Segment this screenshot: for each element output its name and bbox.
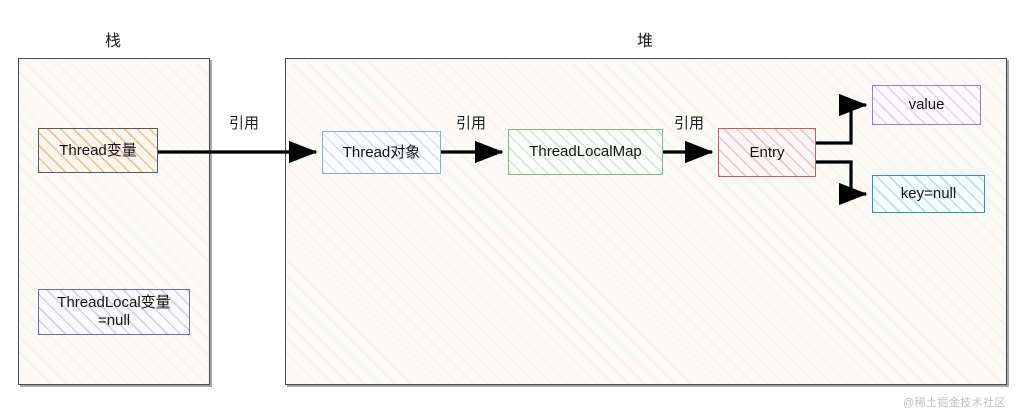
stack-region-title: 栈 <box>104 33 121 50</box>
node-threadlocalmap-label: ThreadLocalMap <box>529 143 642 161</box>
node-threadlocal-var-label-line2: =null <box>97 312 131 329</box>
node-value: value <box>872 85 981 125</box>
node-thread-var: Thread变量 <box>38 128 158 173</box>
edge-label-tlmap-to-entry: 引用 <box>674 115 705 132</box>
node-thread-var-label: Thread变量 <box>59 141 137 159</box>
node-value-label: value <box>908 96 945 114</box>
stack-region <box>18 58 210 385</box>
node-threadlocalmap: ThreadLocalMap <box>508 129 663 175</box>
node-thread-obj-label: Thread对象 <box>342 143 421 161</box>
node-threadlocal-var-label-line1: ThreadLocal变量 <box>57 294 171 312</box>
node-entry-label: Entry <box>749 143 785 161</box>
watermark: @稀土掘金技术社区 <box>903 397 1006 409</box>
heap-region-title: 堆 <box>636 33 653 50</box>
node-entry: Entry <box>718 128 816 177</box>
node-thread-obj: Thread对象 <box>322 131 441 174</box>
node-threadlocal-var: ThreadLocal变量 =null <box>38 289 190 335</box>
node-key-null-label: key=null <box>900 185 957 203</box>
node-key-null: key=null <box>872 175 985 213</box>
edge-label-thread-var-to-thread-obj: 引用 <box>229 115 260 132</box>
edge-label-thread-obj-to-tlmap: 引用 <box>456 115 487 132</box>
